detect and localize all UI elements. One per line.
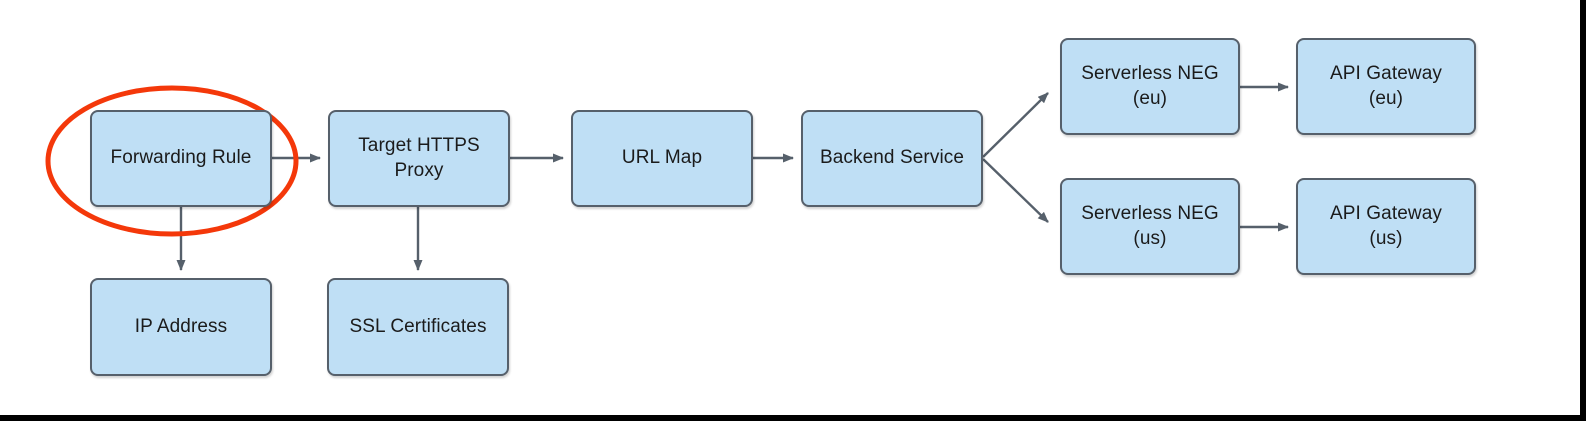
node-api-gateway-us[interactable]: API Gateway (us) [1296, 178, 1476, 275]
node-api-gateway-eu[interactable]: API Gateway (eu) [1296, 38, 1476, 135]
node-label-api-gateway-eu: API Gateway (eu) [1330, 63, 1442, 109]
edges-group [176, 82, 1289, 271]
node-label-ssl-certificates: SSL Certificates [349, 315, 487, 337]
node-label-ip-address: IP Address [134, 315, 228, 337]
node-label-api-gateway-us: API Gateway (us) [1330, 203, 1442, 249]
node-label-backend-service: Backend Service [819, 147, 965, 169]
node-label-url-map: URL Map [621, 147, 703, 169]
node-label-serverless-neg-us: Serverless NEG (us) [1081, 203, 1219, 249]
node-backend-service[interactable]: Backend Service [801, 110, 983, 207]
node-url-map[interactable]: URL Map [571, 110, 753, 207]
node-serverless-neg-eu[interactable]: Serverless NEG (eu) [1060, 38, 1240, 135]
node-label-forwarding-rule: Forwarding Rule [110, 147, 252, 169]
edge-backend-service-to-serverless-neg-eu [982, 92, 1049, 158]
node-forwarding-rule[interactable]: Forwarding Rule [90, 110, 272, 207]
frame-border-right [1580, 0, 1586, 421]
node-serverless-neg-us[interactable]: Serverless NEG (us) [1060, 178, 1240, 275]
node-ssl-certificates[interactable]: SSL Certificates [327, 278, 509, 376]
node-label-target-https-proxy: Target HTTPS Proxy [358, 135, 480, 181]
highlight-ellipse-forwarding-rule [45, 85, 299, 237]
annotation-group [45, 85, 299, 237]
edge-backend-service-to-serverless-neg-us [982, 158, 1049, 223]
frame-border-bottom [0, 415, 1586, 421]
node-target-https-proxy[interactable]: Target HTTPS Proxy [328, 110, 510, 207]
node-label-serverless-neg-eu: Serverless NEG (eu) [1081, 63, 1219, 109]
node-ip-address[interactable]: IP Address [90, 278, 272, 376]
